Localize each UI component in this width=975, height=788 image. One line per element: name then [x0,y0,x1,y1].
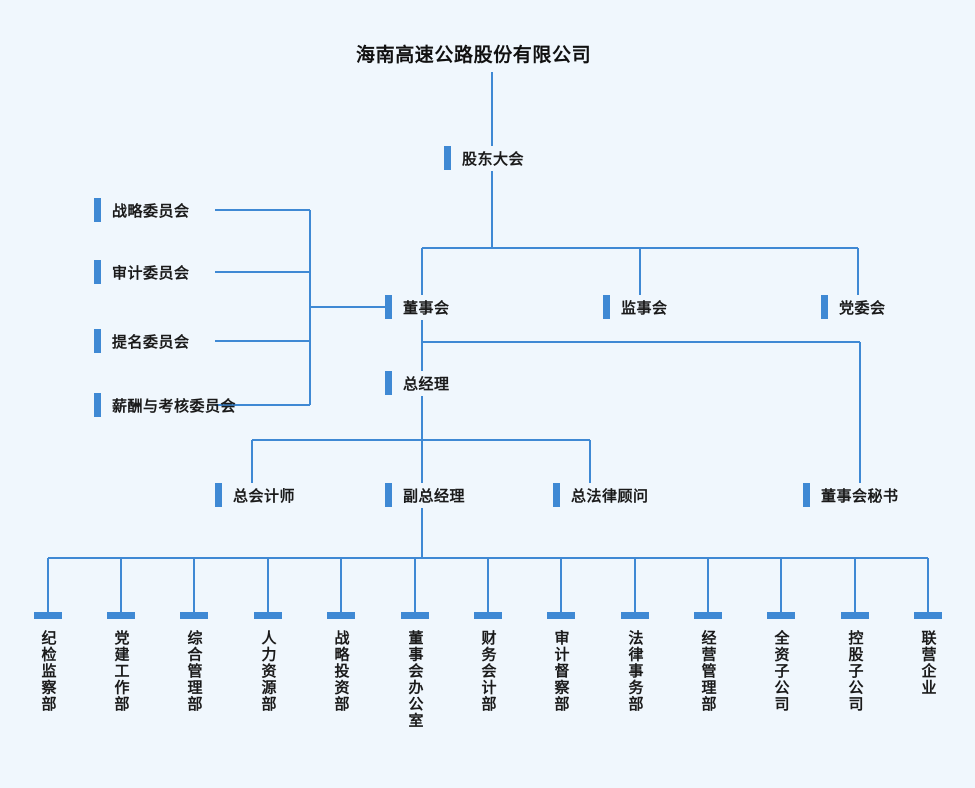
node-board-secretary[interactable]: 董事会秘书 [803,483,899,507]
node-accent-bar [547,612,575,619]
node-business-management-dept[interactable]: 经营管理部 [686,612,730,713]
node-audit-committee[interactable]: 审计委员会 [94,260,190,284]
node-label: 董事会秘书 [821,487,899,505]
node-label: 纪检监察部 [39,630,57,713]
node-label: 战略投资部 [332,630,350,713]
node-label: 董事会 [403,299,450,317]
node-label: 战略委员会 [112,202,190,220]
node-wholly-owned-subsidiaries[interactable]: 全资子公司 [759,612,803,713]
node-legal-affairs-dept[interactable]: 法律事务部 [613,612,657,713]
node-label: 总会计师 [233,487,296,505]
node-label: 总法律顾问 [571,487,649,505]
node-accent-bar [385,371,392,395]
node-party-building-dept[interactable]: 党建工作部 [99,612,143,713]
node-chief-accountant[interactable]: 总会计师 [215,483,295,507]
node-label: 人力资源部 [259,630,277,713]
node-strategy-committee[interactable]: 战略委员会 [94,198,190,222]
node-accent-bar [34,612,62,619]
node-accent-bar [841,612,869,619]
node-accent-bar [553,483,560,507]
node-label: 副总经理 [403,487,466,505]
node-label: 全资子公司 [772,630,790,713]
node-label: 法律事务部 [626,630,644,713]
node-accent-bar [215,483,222,507]
node-accent-bar [803,483,810,507]
node-label: 提名委员会 [112,333,190,351]
node-accent-bar [621,612,649,619]
node-deputy-general-manager[interactable]: 副总经理 [385,483,465,507]
node-accent-bar [94,198,101,222]
node-label: 党建工作部 [112,630,130,713]
company-title: 海南高速公路股份有限公司 [356,45,592,66]
node-accent-bar [474,612,502,619]
node-remuneration-committee[interactable]: 薪酬与考核委员会 [94,393,236,417]
node-associated-enterprises[interactable]: 联营企业 [906,612,950,696]
node-discipline-inspection-dept[interactable]: 纪检监察部 [26,612,70,713]
node-finance-accounting-dept[interactable]: 财务会计部 [466,612,510,713]
node-label: 薪酬与考核委员会 [112,397,237,415]
node-accent-bar [401,612,429,619]
node-human-resources-dept[interactable]: 人力资源部 [246,612,290,713]
node-accent-bar [767,612,795,619]
node-chief-legal-counsel[interactable]: 总法律顾问 [553,483,649,507]
node-board-of-directors[interactable]: 董事会 [385,295,450,319]
node-strategic-investment-dept[interactable]: 战略投资部 [319,612,363,713]
node-label: 股东大会 [462,150,525,168]
node-label: 经营管理部 [699,630,717,713]
node-accent-bar [385,483,392,507]
node-general-manager[interactable]: 总经理 [385,371,450,395]
node-holding-subsidiaries[interactable]: 控股子公司 [833,612,877,713]
node-nomination-committee[interactable]: 提名委员会 [94,329,190,353]
node-general-management-dept[interactable]: 综合管理部 [172,612,216,713]
node-accent-bar [180,612,208,619]
node-label: 监事会 [621,299,668,317]
node-accent-bar [327,612,355,619]
node-accent-bar [94,393,101,417]
node-label: 总经理 [403,375,450,393]
node-party-committee[interactable]: 党委会 [821,295,886,319]
node-accent-bar [94,329,101,353]
node-label: 联营企业 [919,630,937,696]
node-accent-bar [107,612,135,619]
node-board-office[interactable]: 董事会办公室 [393,612,437,729]
node-shareholders-meeting[interactable]: 股东大会 [444,146,524,170]
node-accent-bar [444,146,451,170]
node-accent-bar [385,295,392,319]
node-label: 财务会计部 [479,630,497,713]
node-accent-bar [914,612,942,619]
node-label: 董事会办公室 [406,630,424,729]
node-accent-bar [254,612,282,619]
node-accent-bar [94,260,101,284]
node-label: 审计督察部 [552,630,570,713]
node-accent-bar [821,295,828,319]
node-label: 党委会 [839,299,886,317]
node-label: 综合管理部 [185,630,203,713]
node-board-of-supervisors[interactable]: 监事会 [603,295,668,319]
node-label: 审计委员会 [112,264,190,282]
node-accent-bar [694,612,722,619]
node-audit-supervision-dept[interactable]: 审计督察部 [539,612,583,713]
node-label: 控股子公司 [846,630,864,713]
node-accent-bar [603,295,610,319]
